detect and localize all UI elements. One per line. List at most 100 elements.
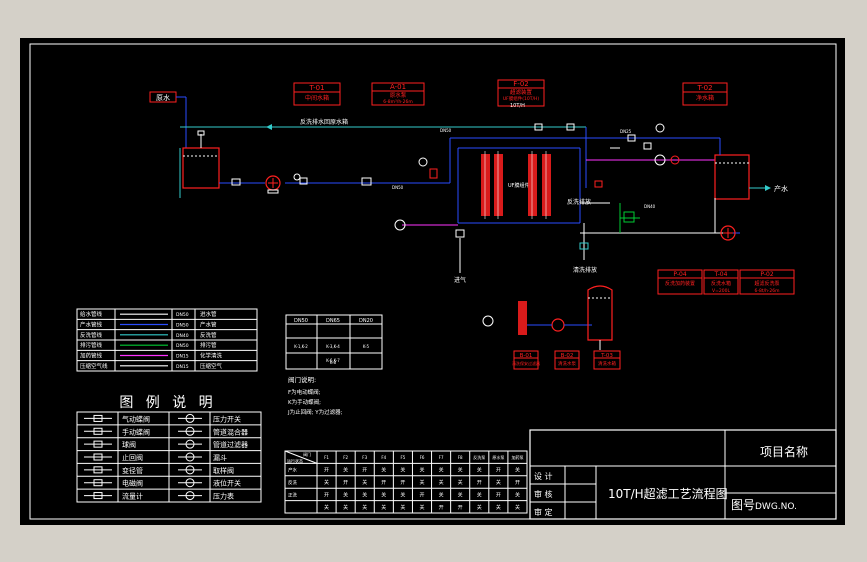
valve-table-cell: 开 <box>343 480 348 486</box>
uf-module-label: UF膜组件 <box>508 182 530 189</box>
size-table-cell: K-6,K-7 <box>326 358 340 363</box>
tank-t01[interactable] <box>179 130 220 198</box>
line-legend-size: DN15 <box>176 354 189 360</box>
tag-t02: T-02 净水箱 <box>682 82 728 106</box>
line-legend-size: DN15 <box>176 364 189 370</box>
tank-t02[interactable]: 产水 <box>714 138 788 200</box>
valve-table-corner-bottom: 运行状态 <box>287 457 303 463</box>
tag-t01-name: 中间水箱 <box>305 94 329 102</box>
feed-valves <box>231 157 438 186</box>
valve-table-cell: 开 <box>419 492 424 498</box>
tag-p04-code: P-04 <box>673 271 686 278</box>
tag-a01: A-01 原水泵 6-8m³/h·26m <box>371 82 425 106</box>
valve-table-cell: 关 <box>400 504 405 511</box>
tag-t02-name: 净水箱 <box>696 94 714 102</box>
valve-table-cell: 关 <box>381 504 386 511</box>
valve-table-header: F7 <box>439 455 444 460</box>
tag-f02-spec: UF膜组件(10T/H) <box>503 95 540 102</box>
valve-table-cell: 关 <box>419 504 424 511</box>
uf-module-3[interactable] <box>528 151 537 219</box>
tag-a01-code: A-01 <box>390 83 406 91</box>
title-row-approve: 审 定 <box>534 507 553 517</box>
valve-table-header: F5 <box>400 455 405 460</box>
uf-module-1[interactable] <box>481 151 490 219</box>
tag-p02-spec: 6-8t/h·26m <box>754 288 779 294</box>
valve-table-cell: 关 <box>515 504 520 511</box>
valve-table-header: 原水泵 <box>492 454 504 460</box>
tag-t01: T-01 中间水箱 <box>293 82 341 106</box>
legend-label-right: 管道过滤器 <box>213 440 248 449</box>
cleaning-tank-t03[interactable] <box>587 285 613 350</box>
tag-p02: P-02 超滤反洗泵 6-8t/h·26m <box>739 269 795 295</box>
line-legend-note: 排污管 <box>200 341 217 349</box>
tag-b02-name: 清洗水泵 <box>558 360 576 367</box>
valve-table-cell: 关 <box>343 467 348 474</box>
valve-table-cell: 关 <box>419 479 424 486</box>
valve-table-cell: 关 <box>477 491 482 498</box>
valve-table-cell: 开 <box>458 505 463 511</box>
chemical-inlet <box>394 219 458 231</box>
tag-t03: T-03 清洗水箱 <box>593 350 621 370</box>
valve-table-cell: 关 <box>381 467 386 474</box>
tag-t04-spec: V=200L <box>712 288 730 294</box>
valve-table-cell: 开 <box>324 492 329 498</box>
valve-table-cell: 关 <box>458 479 463 486</box>
product-water-label: 产水 <box>774 184 788 193</box>
line-legend-note: 产水管 <box>200 321 217 329</box>
tag-f02-code: F-02 <box>513 80 528 88</box>
return-pipe-size: DN50 <box>440 128 452 133</box>
valve-table-cell: 关 <box>343 504 348 511</box>
valve-table-cell: 关 <box>343 491 348 498</box>
cad-drawing-canvas[interactable]: T-01 中间水箱 A-01 原水泵 6-8m³/h·26m F-02 超滤装置… <box>20 38 845 525</box>
product-line: DN25 <box>585 123 720 188</box>
valve-table-cell: 关 <box>515 491 520 498</box>
valve-table-cell: 关 <box>496 479 501 486</box>
valve-table-cell: 关 <box>324 479 329 486</box>
valve-table-cell: 关 <box>439 479 444 486</box>
valve-table-cell: 关 <box>362 479 367 486</box>
feed-pump-a01[interactable] <box>265 175 281 194</box>
air-label: 进气 <box>454 276 466 284</box>
tag-b01-code: B-01 <box>520 353 533 359</box>
line-legend-name: 给水管线 <box>80 310 103 318</box>
valve-table-cell: 开 <box>362 468 367 474</box>
drawing-border <box>29 43 837 520</box>
valve-table-cell: 关 <box>362 504 367 511</box>
valve-table-cell: 关 <box>439 491 444 498</box>
size-table-header: DN65 <box>326 318 340 324</box>
title-row-design: 设 计 <box>534 471 553 481</box>
valve-table-state: 反洗 <box>288 479 297 486</box>
cleaning-filter-b01[interactable] <box>482 301 527 335</box>
tag-t04-code: T-04 <box>714 271 728 278</box>
backwash-pump-p02[interactable] <box>720 225 736 241</box>
uf-module-4[interactable] <box>542 151 551 219</box>
valve-notes: 阀门说明: F为电动蝶阀; K为手动蝶阀; J为止回阀; Y为过滤器; <box>287 375 343 416</box>
line-legend-note: 进水管 <box>200 310 217 318</box>
air-inlet: 进气 <box>454 229 466 284</box>
cleaning-drain-label: 清洗排放 <box>573 266 597 274</box>
valve-table-cell: 开 <box>477 480 482 486</box>
line-legend-name: 加药管线 <box>80 352 103 360</box>
line-legend-name: 反洗管线 <box>80 331 103 339</box>
size-table-cell: K-5 <box>363 344 370 349</box>
legend-label-left: 球阀 <box>122 440 136 449</box>
legend-label-right: 压力表 <box>213 492 234 501</box>
valve-table-state: 正洗 <box>288 491 297 498</box>
cleaning-pump-b02[interactable] <box>527 318 592 332</box>
legend-label-right: 液位开关 <box>213 479 241 488</box>
uf-module-2[interactable] <box>494 151 503 219</box>
tag-a01-spec: 6-8m³/h·26m <box>383 99 412 105</box>
legend-label-left: 流量计 <box>122 492 143 501</box>
valve-table-cell: 关 <box>400 491 405 498</box>
valve-table-header: 反洗泵 <box>473 454 485 460</box>
uf-skid: UF膜组件 <box>457 147 581 224</box>
valve-table-cell: 关 <box>496 504 501 511</box>
raw-water-label: 原水 <box>156 93 170 102</box>
backwash-return-line: 反洗排水回原水箱 DN50 <box>180 118 586 133</box>
size-table-header: DN20 <box>359 318 373 324</box>
tag-b01: B-01 清洗保安过滤器 <box>512 350 540 370</box>
tag-f02-name: 超滤装置 <box>510 88 533 96</box>
tag-b02: B-02 清洗水泵 <box>554 350 580 370</box>
